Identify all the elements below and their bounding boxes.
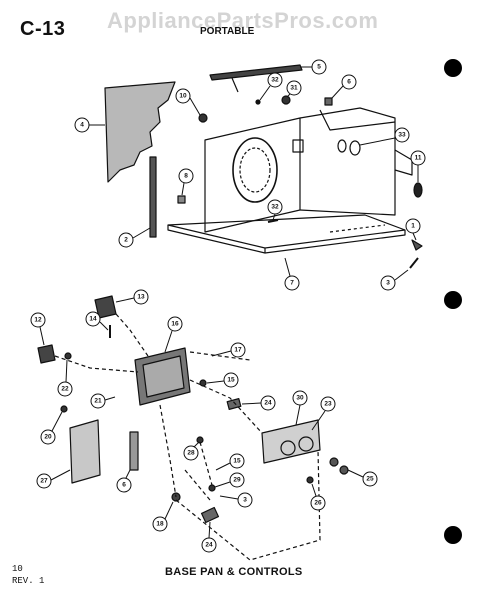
section-caption: BASE PAN & CONTROLS <box>165 566 303 578</box>
callout-21: 21 <box>94 398 102 405</box>
page-code: C-13 <box>20 18 66 40</box>
callout-4: 4 <box>80 122 84 129</box>
callout-27: 27 <box>40 478 48 485</box>
callout-31: 31 <box>290 85 298 92</box>
revision-label: REV. 1 <box>12 576 45 586</box>
callout-15: 15 <box>227 377 235 384</box>
callout-14: 14 <box>89 316 97 323</box>
callout-15b: 15 <box>233 458 241 465</box>
callout-20: 20 <box>44 434 52 441</box>
insulation-panel <box>104 81 176 183</box>
callout-12: 12 <box>34 317 42 324</box>
callout-16: 16 <box>171 321 179 328</box>
binder-hole-bottom <box>444 526 462 544</box>
page-subtitle: PORTABLE <box>200 26 255 37</box>
callout-30: 30 <box>296 395 304 402</box>
callout-29: 29 <box>233 477 241 484</box>
callout-5: 5 <box>317 64 321 71</box>
binder-hole-top <box>444 59 462 77</box>
callout-18: 18 <box>156 521 164 528</box>
callout-2: 2 <box>124 237 128 244</box>
callout-11: 11 <box>415 155 422 162</box>
callout-10: 10 <box>179 93 187 100</box>
callout-6: 6 <box>347 79 351 86</box>
binder-hole-middle <box>444 291 462 309</box>
top-trim <box>209 64 303 81</box>
callout-28: 28 <box>187 450 195 457</box>
callout-13: 13 <box>137 294 145 301</box>
callout-17: 17 <box>234 347 242 354</box>
callout-22: 22 <box>61 386 69 393</box>
callout-3: 3 <box>386 280 390 287</box>
callout-26: 26 <box>314 500 322 507</box>
callout-1: 1 <box>411 223 415 230</box>
side-rail <box>149 156 157 238</box>
callout-6b: 6 <box>122 482 126 489</box>
callout-23: 23 <box>324 401 332 408</box>
callout-3b: 3 <box>243 497 247 504</box>
callout-7: 7 <box>290 280 294 287</box>
watermark: AppliancePartsPros.com <box>107 8 379 33</box>
callout-32: 32 <box>271 77 279 84</box>
callout-25: 25 <box>366 476 374 483</box>
callout-33: 33 <box>398 132 406 139</box>
callout-32b: 32 <box>271 204 279 211</box>
callout-24: 24 <box>264 400 272 407</box>
page-number: 10 <box>12 564 23 574</box>
callout-8: 8 <box>184 173 188 180</box>
callout-24b: 24 <box>205 542 213 549</box>
